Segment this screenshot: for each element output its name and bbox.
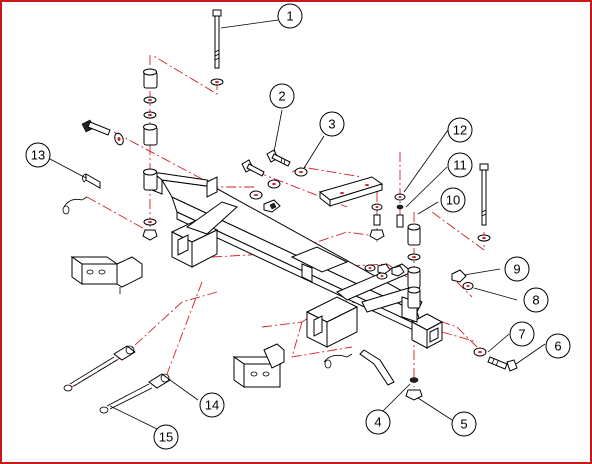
callout-14-label: 14 [205, 398, 219, 413]
callout-9: 9 [504, 256, 530, 282]
callout-15: 15 [153, 424, 179, 450]
callout-10-label: 10 [446, 193, 460, 208]
callout-6-label: 6 [554, 339, 561, 354]
callout-9-label: 9 [513, 262, 520, 277]
callout-1: 1 [277, 3, 303, 29]
callout-8: 8 [523, 287, 549, 313]
bolt-long-top-left [210, 9, 224, 86]
nut-right [451, 269, 474, 290]
callout-12-label: 12 [453, 123, 467, 138]
bolt-horizontal-left [81, 119, 124, 146]
spacer-stack-left [142, 68, 158, 241]
pin-left [62, 173, 101, 215]
callout-2-label: 2 [278, 89, 285, 104]
hitch-plate-right [232, 343, 285, 388]
callout-11-label: 11 [453, 158, 467, 173]
callout-1-label: 1 [286, 9, 293, 24]
callout-3-label: 3 [328, 117, 335, 132]
callout-11: 11 [447, 152, 473, 178]
safety-cable-lower [99, 373, 171, 414]
spacer-stack-right [394, 193, 421, 309]
mounting-bracket-plate [318, 176, 384, 208]
hitch-plate-left [70, 256, 143, 294]
callout-4-label: 4 [374, 415, 381, 430]
callout-2: 2 [269, 83, 295, 109]
callout-13: 13 [25, 142, 51, 168]
safety-cable-upper [63, 345, 136, 392]
callout-10: 10 [440, 187, 466, 213]
callout-15-label: 15 [159, 430, 173, 445]
callout-4: 4 [365, 409, 391, 435]
nut-washer-cluster [364, 263, 405, 280]
nut-bottom-right [405, 377, 423, 401]
callout-8-label: 8 [532, 293, 539, 308]
bolt-short-left [241, 159, 281, 213]
bolt-long-right [477, 163, 491, 242]
callout-14: 14 [199, 392, 225, 418]
pin-center [323, 349, 395, 386]
callout-5-label: 5 [460, 417, 467, 432]
callout-12: 12 [447, 117, 473, 143]
bolt-horizontal-right [473, 347, 518, 372]
callout-5: 5 [451, 411, 477, 437]
callout-3: 3 [319, 111, 345, 137]
callout-7: 7 [509, 321, 535, 347]
callout-7-label: 7 [518, 327, 525, 342]
callout-leaders [47, 19, 546, 430]
callout-6: 6 [545, 333, 571, 359]
main-crossbar-frame [150, 170, 444, 349]
bolt-short-center [266, 149, 308, 177]
bolt-center-vertical [369, 203, 385, 241]
callout-13-label: 13 [31, 148, 45, 163]
